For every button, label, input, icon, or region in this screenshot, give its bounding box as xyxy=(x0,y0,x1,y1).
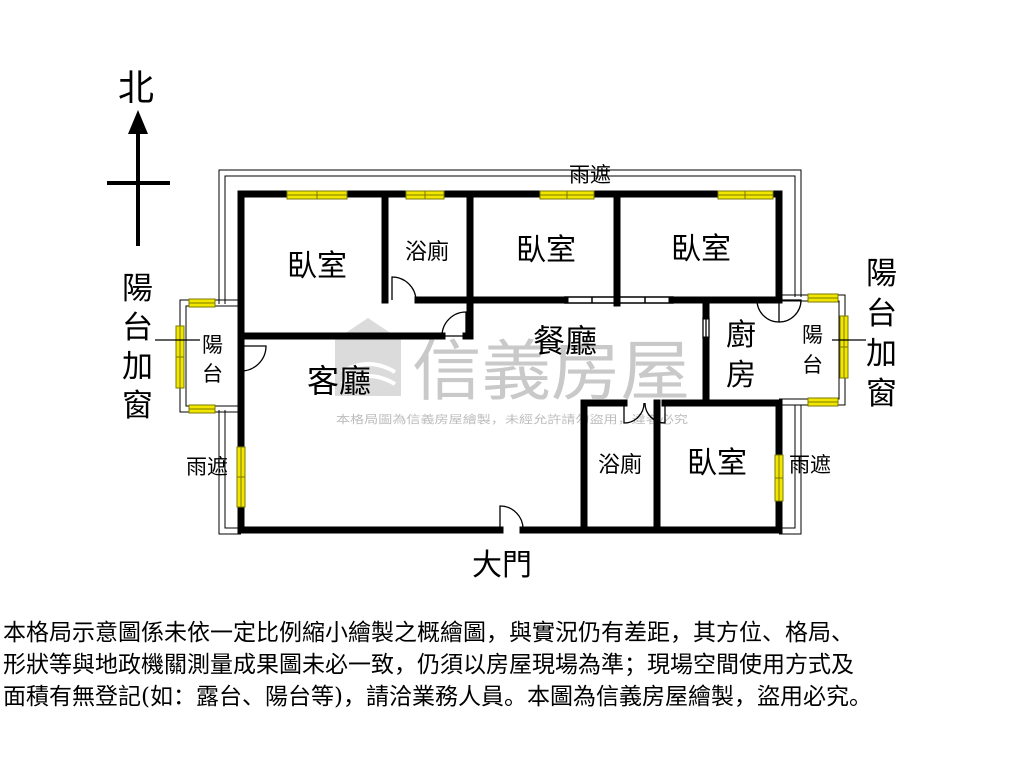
main-door-label: 大門 xyxy=(472,548,532,583)
room-label-bedroom-ne: 臥室 xyxy=(671,232,731,267)
room-label-bedroom-n-center: 臥室 xyxy=(516,233,576,268)
room-label-dining: 餐廳 xyxy=(533,322,597,360)
window-top-3 xyxy=(539,190,595,200)
window-east-bedroom xyxy=(774,454,784,502)
room-label-bedroom-nw: 臥室 xyxy=(287,249,347,284)
window-balcony-east-top xyxy=(807,293,839,303)
balcony-window-left-1: 陽 xyxy=(122,271,153,307)
room-label-living: 客廳 xyxy=(307,362,371,400)
canopy-outline xyxy=(218,169,802,535)
window-balcony-west-side xyxy=(175,325,185,389)
north-arrow-icon xyxy=(107,110,170,246)
balcony-window-right-3: 加 xyxy=(866,336,897,372)
watermark-logo-icon xyxy=(335,318,401,396)
balcony-window-right-2: 台 xyxy=(866,296,897,332)
balcony-window-left-4: 窗 xyxy=(122,388,153,424)
disclaimer-line-2: 形狀等與地政機關測量成果圖未必一致，仍須以房屋現場為準；現場空間使用方式及 xyxy=(3,652,854,678)
balcony-window-right-4: 窗 xyxy=(866,376,897,412)
door-swings xyxy=(240,276,802,531)
canopy-label-right: 雨遮 xyxy=(789,453,831,477)
room-label-balcony-west-2: 台 xyxy=(202,362,223,386)
room-label-kitchen-1: 廚 xyxy=(726,318,756,353)
disclaimer-line-1: 本格局示意圖係未依一定比例縮小繪製之概繪圖，與實況仍有差距，其方位、格局、 xyxy=(3,620,854,646)
watermark-notice: 本格局圖為信義房屋繪製，未經允許請勿盜用，違者必究 xyxy=(336,412,688,426)
canopy-label-left: 雨遮 xyxy=(186,455,228,479)
room-label-balcony-east-2: 台 xyxy=(802,353,823,377)
balcony-window-left-2: 台 xyxy=(122,310,153,346)
room-label-bedroom-se: 臥室 xyxy=(687,446,747,481)
watermark: 信義房屋 本格局圖為信義房屋繪製，未經允許請勿盜用，違者必究 xyxy=(335,318,690,426)
watermark-brand: 信義房屋 xyxy=(412,333,690,410)
room-label-balcony-east-1: 陽 xyxy=(802,323,823,347)
sliding-door xyxy=(564,296,674,304)
window-balcony-west-top xyxy=(188,298,216,308)
disclaimer-line-3: 面積有無登記(如：露台、陽台等)，請洽業務人員。本圖為信義房屋繪製，盜用必究。 xyxy=(3,684,872,710)
balcony-window-left-3: 加 xyxy=(122,349,153,385)
disclaimer: 本格局示意圖係未依一定比例縮小繪製之概繪圖，與實況仍有差距，其方位、格局、 形狀… xyxy=(3,617,1023,713)
window-balcony-west-bottom xyxy=(188,404,216,414)
window-top-2 xyxy=(405,190,445,200)
room-label-balcony-west-1: 陽 xyxy=(202,333,223,357)
window-top-4 xyxy=(717,190,774,200)
compass-north-label: 北 xyxy=(118,68,154,109)
window-balcony-east-bottom xyxy=(807,397,839,407)
windows xyxy=(175,190,849,508)
window-top-1 xyxy=(286,190,348,200)
window-west-living xyxy=(236,446,246,508)
window-balcony-east-side xyxy=(839,315,849,379)
canopy-label-top: 雨遮 xyxy=(569,163,611,187)
room-label-bath-north: 浴廁 xyxy=(405,240,449,265)
room-label-bath-south: 浴廁 xyxy=(598,453,642,478)
balcony-window-right-1: 陽 xyxy=(866,256,897,292)
room-label-kitchen-2: 房 xyxy=(726,358,756,393)
floor-plan: 信義房屋 本格局圖為信義房屋繪製，未經允許請勿盜用，違者必究 北 xyxy=(107,68,897,583)
